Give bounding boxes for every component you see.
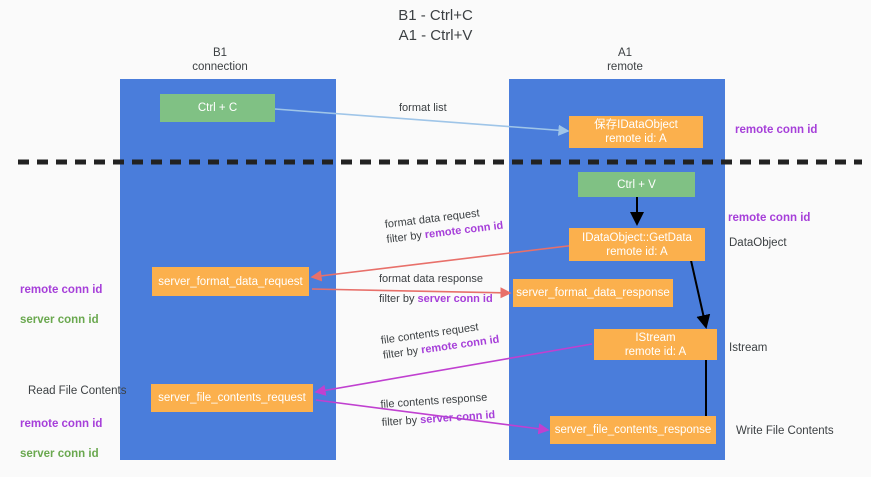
node-server-file-contents-request[interactable]: server_file_contents_request [151,384,313,412]
left-annotation-conn-ids: remote conn id server conn id [20,268,120,343]
node-istream[interactable]: IStream remote id: A [594,329,717,360]
node-idataobject-getdata[interactable]: IDataObject::GetData remote id: A [569,228,705,261]
node-save-idataobject[interactable]: 保存IDataObject remote id: A [569,116,703,148]
right-annotation-write-file-contents: Write File Contents [736,425,834,437]
conn-id-key: server conn id [419,409,496,427]
edge-getdata-istream [689,255,711,329]
left-server-conn-id-2: server conn id [20,448,99,460]
filter-by-text: filter by [382,344,423,362]
node-ctrl-c[interactable]: Ctrl + C [160,94,275,122]
left-server-conn-id: server conn id [20,314,99,326]
edge-label-format-list-line1: format list [399,102,447,114]
edge-label-format-data-response: format data response filter by server co… [379,272,493,307]
diagram-canvas: B1 - Ctrl+C A1 - Ctrl+V B1 connection A1… [18,7,862,460]
left-remote-conn-id-2: remote conn id [20,418,103,430]
node-server-file-contents-response[interactable]: server_file_contents_response [550,416,716,444]
filter-by-text: filter by [385,229,426,246]
column-header-a1-name: A1 [617,47,633,59]
edge-format-list [274,108,570,136]
filter-by-text: filter by [381,414,421,429]
edge-label-format-data-response-line2: filter by server conn id [379,292,493,307]
left-annotation-read-file-contents: Read File Contents [28,385,127,397]
edge-format-data-response [311,287,512,299]
right-annotation-dataobject: DataObject [729,237,787,249]
connector-layer [18,108,862,435]
column-header-b1-role: connection [192,61,248,73]
column-header-b1-name: B1 [212,47,228,59]
node-server-format-data-request[interactable]: server_format_data_request [152,267,309,296]
edge-format-data-request [310,244,577,282]
node-ctrl-v[interactable]: Ctrl + V [578,172,695,197]
column-header-b1: B1 connection [140,46,300,74]
left-annotation-conn-ids-2: remote conn id server conn id [20,402,120,477]
edge-label-format-list: format list [399,101,447,116]
column-header-a1: A1 remote [545,46,705,74]
edge-label-format-data-response-line1: format data response [379,273,483,285]
left-remote-conn-id: remote conn id [20,284,103,296]
diagram-title: B1 - Ctrl+C A1 - Ctrl+V [398,7,473,44]
right-annotation-istream: Istream [729,342,768,354]
conn-id-key: server conn id [417,293,493,305]
edge-file-contents-response [315,399,550,435]
edge-file-contents-request [314,343,593,396]
column-header-a1-role: remote [607,61,643,73]
right-annotation-remote-conn-id-mid: remote conn id [728,212,811,224]
node-server-format-data-response[interactable]: server_format_data_response [513,279,673,307]
right-annotation-remote-conn-id-top: remote conn id [735,124,818,136]
filter-by-text: filter by [379,293,418,305]
